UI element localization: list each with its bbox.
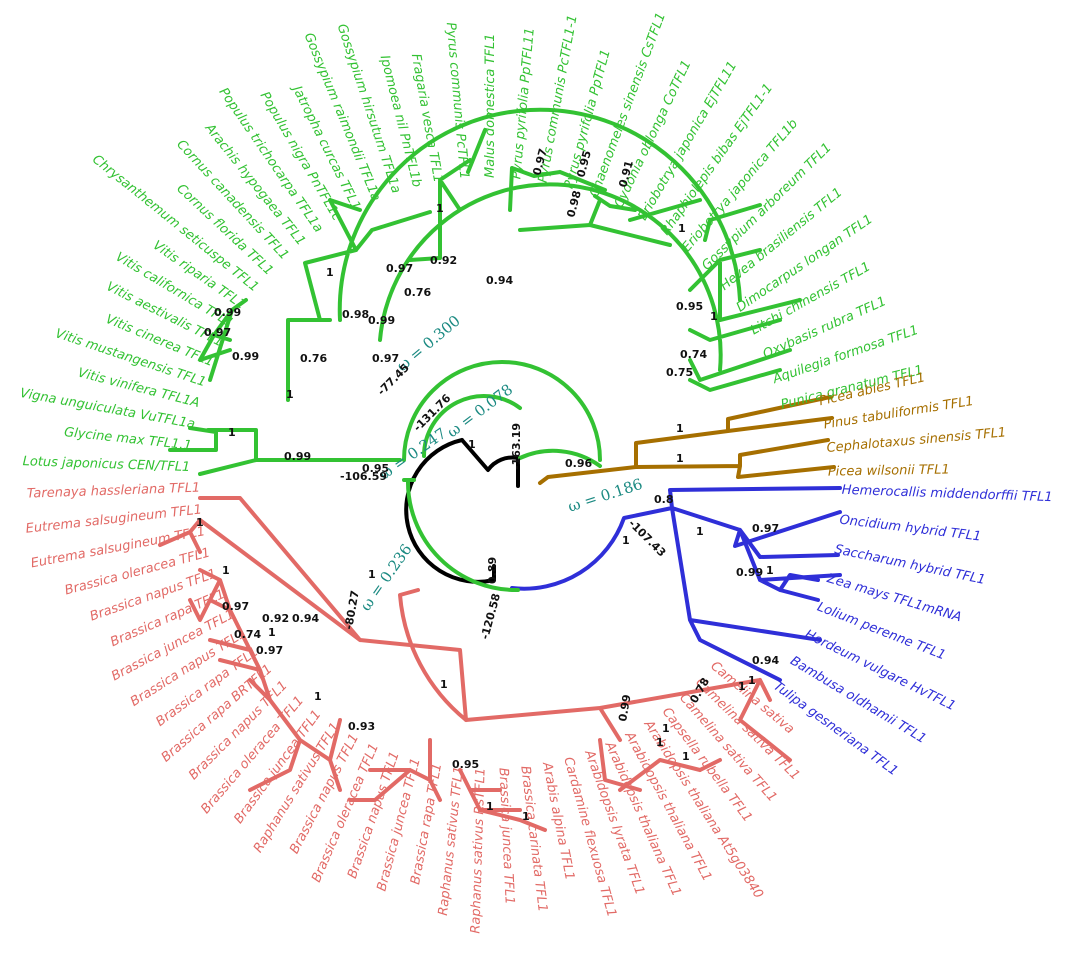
leaf-label: Lotus japonicus CEN/TFL1 xyxy=(22,454,190,475)
leaf-label: Pyrus pyrifolia PpTFL11 xyxy=(509,27,537,180)
leaf-label: Raphanus sativus RsTFL1 xyxy=(468,768,488,934)
omega-labels: ω = 0.078 ω = 0.300 ω = 0.247 ω = 0.236 … xyxy=(357,312,645,615)
leaf-label: Hemerocallis middendorffii TFL1 xyxy=(842,483,1053,505)
support-value: 1 xyxy=(326,266,334,279)
support-value: 0.92 xyxy=(430,254,457,267)
support-value: 0.98 xyxy=(342,308,369,321)
support-value: 0.95 xyxy=(452,758,479,771)
support-value: 0.89 xyxy=(486,557,499,584)
support-value: 0.99 xyxy=(214,306,241,319)
support-value: 0.94 xyxy=(486,274,513,287)
support-value: 1 xyxy=(710,310,718,323)
branch-length: -106.59 xyxy=(340,470,387,483)
support-value: 1 xyxy=(368,568,376,581)
support-value: 1 xyxy=(222,564,230,577)
branch-length: -77.45 xyxy=(375,361,412,398)
support-value: 1 xyxy=(228,426,236,439)
support-value: 0.97 xyxy=(256,644,283,657)
support-value: 0.96 xyxy=(565,457,592,470)
support-value: 1 xyxy=(656,736,664,749)
support-value: 1 xyxy=(486,800,494,813)
support-value: 0.99 xyxy=(232,350,259,363)
leaf-label: Cephalotaxus sinensis TFL1 xyxy=(826,425,1007,456)
support-value: 0.94 xyxy=(752,654,779,667)
support-value: 0.93 xyxy=(348,720,375,733)
conifer-branches xyxy=(538,395,836,485)
leaf-label: Malus domestica TFL1 xyxy=(483,34,498,178)
support-value: 0.97 xyxy=(752,522,779,535)
support-value: 1 xyxy=(678,222,686,235)
support-value: 0.74 xyxy=(234,628,261,641)
support-value: 0.8 xyxy=(654,493,674,506)
support-value: 0.99 xyxy=(284,450,311,463)
support-value: 1 xyxy=(436,202,444,215)
support-value: 1 xyxy=(738,680,746,693)
leaf-labels: Pyrus communis PcTFL1 Malus domestica TFL… xyxy=(19,11,1053,934)
omega-label: ω = 0.236 xyxy=(357,541,416,615)
support-value: 1 xyxy=(286,388,294,401)
support-value: 1 xyxy=(676,422,684,435)
support-value: 0.97 xyxy=(372,352,399,365)
support-value: 1 xyxy=(268,626,276,639)
leaf-label: Brassica juncea TFL1 xyxy=(496,767,517,904)
support-value: 1 xyxy=(196,516,204,529)
support-value: 0.95 xyxy=(362,462,389,475)
support-value: 0.97 xyxy=(204,326,231,339)
support-value: 0.97 xyxy=(386,262,413,275)
support-value: 0.92 xyxy=(262,612,289,625)
support-value: 1 xyxy=(314,690,322,703)
branch-length: -80.27 xyxy=(342,590,362,631)
support-value: 1 xyxy=(468,438,476,451)
support-value: 0.75 xyxy=(666,366,693,379)
support-value: 1 xyxy=(682,750,690,763)
support-value: 1 xyxy=(440,678,448,691)
support-value: 0.74 xyxy=(680,348,707,361)
leaf-label: Glycine max TFL1.1 xyxy=(63,425,192,454)
support-value: 1 xyxy=(522,810,530,823)
support-value: 0.97 xyxy=(222,600,249,613)
support-value: 1 xyxy=(676,452,684,465)
monocot-branches xyxy=(510,486,842,682)
branch-length: -120.58 xyxy=(478,592,503,641)
leaf-label: Picea wilsonii TFL1 xyxy=(828,462,950,479)
support-value: 1 xyxy=(622,534,630,547)
support-value: 1 xyxy=(766,564,774,577)
support-value: 0.99 xyxy=(616,694,634,723)
leaf-label: Chrysanthemum seticuspe TFL1 xyxy=(89,152,261,295)
leaf-label: Oncidium hybrid TFL1 xyxy=(839,513,982,545)
leaf-label: Hordeum vulgare HvTFL1 xyxy=(802,627,957,714)
eudicot-branches xyxy=(168,107,802,593)
leaf-label: Pyrus communis PcTFL1 xyxy=(443,22,472,180)
support-value: 0.98 xyxy=(564,189,584,219)
support-value: 0.99 xyxy=(736,566,763,579)
branch-length: -107.43 xyxy=(626,517,668,559)
omega-label: ω = 0.078 xyxy=(444,380,517,441)
support-value: 1 xyxy=(696,525,704,538)
tree-branches xyxy=(158,107,842,832)
support-value: 0.76 xyxy=(300,352,327,365)
support-value: 1 xyxy=(662,722,670,735)
leaf-label: Tarenaya hassleriana TFL1 xyxy=(27,481,201,502)
omega-label: ω = 0.186 xyxy=(566,475,645,516)
support-value: 0.94 xyxy=(292,612,319,625)
support-values: 1 1 0.96 0.8 1 0.97 1 0.99 1 1 0.89 0.94… xyxy=(196,147,779,823)
backbone-branch xyxy=(404,438,520,584)
branch-length: -163.19 xyxy=(510,423,523,470)
support-value: 1 xyxy=(748,674,756,687)
brassicaceae-branches xyxy=(158,496,792,832)
support-value: 0.95 xyxy=(676,300,703,313)
support-value: 0.76 xyxy=(404,286,431,299)
support-value: 0.99 xyxy=(368,314,395,327)
